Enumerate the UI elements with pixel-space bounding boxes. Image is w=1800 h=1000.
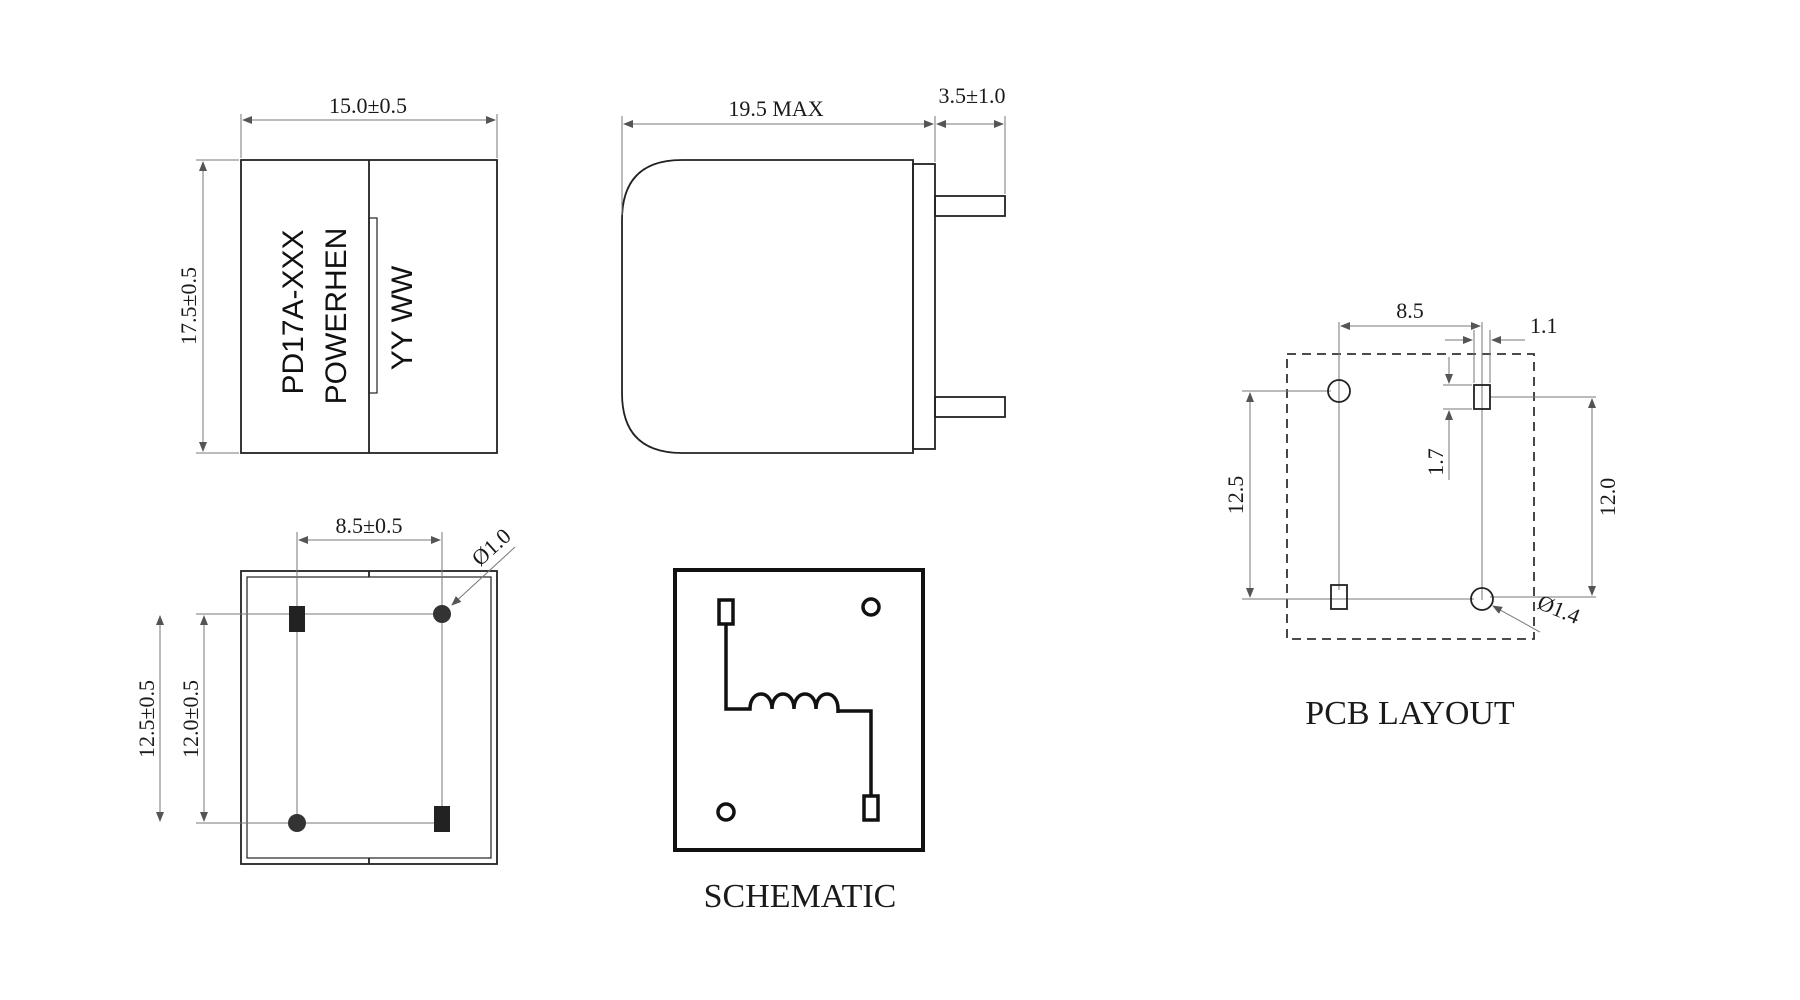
bottom-pin-square-top-left bbox=[289, 606, 305, 632]
pcb-layout: 8.5 1.1 1.7 12.5 12.0 Ø1.4 PCB LAYOUT bbox=[1223, 298, 1620, 732]
bottom-view-body-outer bbox=[240, 570, 498, 865]
bottom-view-body-inner bbox=[246, 576, 492, 859]
marking-brand: POWERHEN bbox=[320, 228, 353, 405]
side-view-pin-bottom bbox=[934, 396, 1006, 418]
pcb-outline-dashed bbox=[1286, 353, 1535, 640]
schematic-pin-round-bottom bbox=[716, 802, 736, 822]
top-view-marking-slot bbox=[368, 217, 378, 394]
schematic-pin-square-bottom bbox=[862, 794, 880, 822]
bottom-pin-round-top-right bbox=[433, 605, 451, 623]
pcb-pad-width-dim: 1.1 bbox=[1530, 313, 1558, 338]
bottom-view: 8.5±0.5 Ø1.0 12.5±0.5 12.0±0.5 bbox=[134, 513, 516, 865]
schematic-pin-square-top bbox=[717, 598, 735, 626]
pcb-pad-length-dim: 1.7 bbox=[1423, 448, 1448, 476]
pcb-hole-diameter-dim: Ø1.4 bbox=[1534, 589, 1584, 628]
side-view-flange bbox=[912, 163, 936, 450]
bottom-pin-round-bottom-left bbox=[288, 814, 306, 832]
pcb-hole-top-left bbox=[1327, 379, 1351, 403]
side-view-body bbox=[621, 159, 914, 454]
side-view: 19.5 MAX 3.5±1.0 bbox=[621, 83, 1006, 454]
schematic-caption: SCHEMATIC bbox=[704, 878, 897, 915]
schematic: SCHEMATIC bbox=[673, 568, 925, 915]
pcb-hole-diameter-leader bbox=[1492, 605, 1541, 633]
schematic-coil-winding bbox=[724, 624, 873, 796]
side-length-dim: 19.5 MAX bbox=[728, 96, 823, 121]
top-height-dim: 17.5±0.5 bbox=[176, 267, 201, 345]
pcb-pitch-dim: 8.5 bbox=[1396, 298, 1424, 323]
top-view: 15.0±0.5 17.5±0.5 PD17A-XXX POWERHEN YY … bbox=[176, 93, 498, 454]
pcb-hole-bottom-right bbox=[1470, 587, 1494, 611]
pcb-layout-caption: PCB LAYOUT bbox=[1305, 695, 1515, 732]
side-view-pin-top bbox=[934, 195, 1006, 217]
bottom-outer-row-dim: 12.5±0.5 bbox=[134, 680, 159, 758]
bottom-pin-diameter-dim: Ø1.0 bbox=[467, 523, 516, 571]
pcb-left-span-dim: 12.5 bbox=[1223, 476, 1248, 515]
schematic-frame bbox=[673, 568, 925, 852]
bottom-diameter-leader bbox=[451, 546, 516, 606]
bottom-pitch-dim: 8.5±0.5 bbox=[335, 513, 402, 538]
marking-date-code: YY WW bbox=[386, 265, 419, 370]
bottom-pin-square-bottom-right bbox=[434, 806, 450, 832]
pcb-pad-bottom-left bbox=[1330, 584, 1348, 610]
schematic-pin-round-top bbox=[861, 597, 881, 617]
bottom-inner-row-dim: 12.0±0.5 bbox=[178, 680, 203, 758]
top-width-dim: 15.0±0.5 bbox=[329, 93, 407, 118]
pcb-pad-top-right bbox=[1473, 384, 1491, 410]
pcb-right-span-dim: 12.0 bbox=[1595, 478, 1620, 517]
pin-length-dim: 3.5±1.0 bbox=[938, 83, 1005, 108]
marking-part-number: PD17A-XXX bbox=[277, 229, 310, 394]
